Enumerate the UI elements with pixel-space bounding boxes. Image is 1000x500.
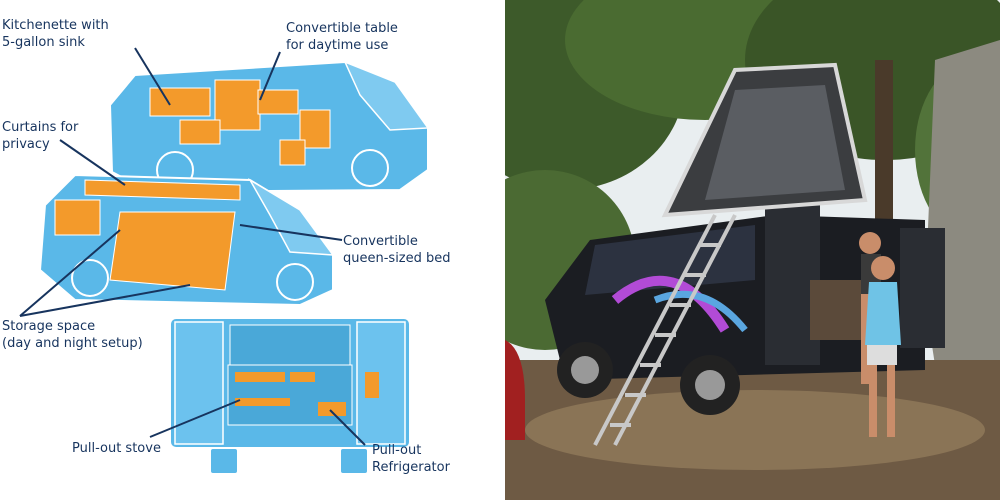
van-layout-infographic: Kitchenette with 5-gallon sink Convertib… xyxy=(2,18,451,475)
campsite-scene xyxy=(505,0,1000,500)
campervan-photo xyxy=(505,0,1000,500)
label-convertible-bed: Convertible queen-sized bed xyxy=(343,234,451,266)
two-campers xyxy=(859,232,901,437)
label-storage: Storage space (day and night setup) xyxy=(2,319,143,351)
van-body xyxy=(545,190,945,415)
label-kitchenette: Kitchenette with 5-gallon sink xyxy=(2,18,109,50)
label-convertible-table: Convertible table for daytime use xyxy=(286,21,398,53)
van-illustrations xyxy=(19,47,430,475)
ladder xyxy=(593,214,737,446)
van-rear-view xyxy=(169,317,411,475)
label-pullout-stove: Pull-out stove xyxy=(72,441,161,456)
van-top-view-night xyxy=(38,173,335,307)
label-pullout-refrigerator: Pull-out Refrigerator xyxy=(372,443,450,475)
van-top-view-day xyxy=(108,60,430,194)
leader-lines xyxy=(19,47,366,446)
label-curtains: Curtains for privacy xyxy=(2,120,79,152)
